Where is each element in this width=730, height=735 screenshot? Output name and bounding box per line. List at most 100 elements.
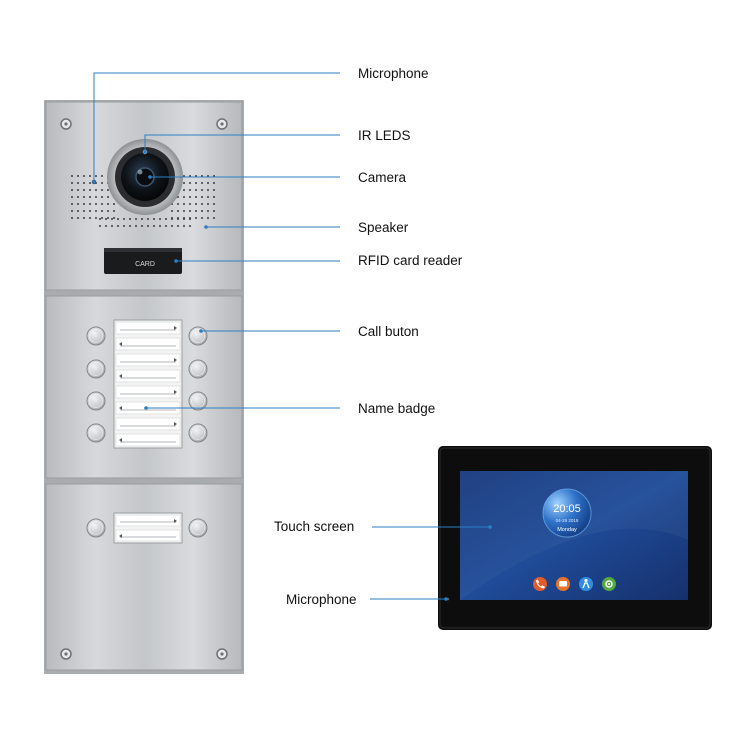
grille-hole <box>105 225 107 227</box>
grille-hole <box>89 217 91 219</box>
grille-hole <box>95 189 97 191</box>
grille-hole <box>201 203 203 205</box>
call-button[interactable] <box>86 359 106 379</box>
grille-hole <box>195 210 197 212</box>
call-button[interactable] <box>188 326 208 346</box>
grille-hole <box>195 196 197 198</box>
name-badge-slot <box>115 385 181 399</box>
grille-hole <box>177 203 179 205</box>
grille-hole <box>77 175 79 177</box>
grille-hole <box>207 203 209 205</box>
grille-hole <box>201 189 203 191</box>
extension-module <box>45 483 243 671</box>
grille-hole <box>183 182 185 184</box>
callout-microphone-monitor: Microphone <box>286 592 357 607</box>
grille-hole <box>113 203 115 205</box>
grille-hole <box>177 218 179 220</box>
grille-hole <box>77 203 79 205</box>
grille-hole <box>111 225 113 227</box>
grille-hole <box>83 217 85 219</box>
call-button[interactable] <box>86 518 106 538</box>
call-button[interactable] <box>86 391 106 411</box>
grille-hole <box>165 225 167 227</box>
call-button[interactable] <box>188 359 208 379</box>
indoor-monitor: 20:05 04-26 2019 Monday <box>438 446 712 630</box>
name-badge-slot <box>115 369 181 383</box>
grille-hole <box>99 218 101 220</box>
settings-icon[interactable] <box>602 577 616 591</box>
grille-hole <box>153 218 155 220</box>
grille-hole <box>71 189 73 191</box>
grille-hole <box>147 225 149 227</box>
grille-hole <box>141 225 143 227</box>
clock-time: 20:05 <box>553 503 581 515</box>
grille-hole <box>101 203 103 205</box>
call-button[interactable] <box>188 518 208 538</box>
name-badge-slot <box>115 529 181 542</box>
call-button[interactable] <box>188 391 208 411</box>
grille-hole <box>213 217 215 219</box>
grille-hole <box>95 175 97 177</box>
name-badge-slot <box>115 433 181 447</box>
grille-hole <box>123 218 125 220</box>
grille-hole <box>95 196 97 198</box>
grille-hole <box>77 210 79 212</box>
phone-icon[interactable] <box>533 577 547 591</box>
callout-touch-screen: Touch screen <box>274 519 355 534</box>
call-button[interactable] <box>188 423 208 443</box>
grille-hole <box>201 210 203 212</box>
grille-hole <box>189 225 191 227</box>
grille-hole <box>183 218 185 220</box>
grille-hole <box>195 203 197 205</box>
name-badge-slot <box>115 514 181 527</box>
grille-hole <box>95 217 97 219</box>
message-icon[interactable] <box>556 577 570 591</box>
call-button[interactable] <box>86 326 106 346</box>
grille-hole <box>71 196 73 198</box>
grille-hole <box>101 175 103 177</box>
grille-hole <box>101 217 103 219</box>
grille-hole <box>171 225 173 227</box>
grille-hole <box>171 218 173 220</box>
name-badge-slot <box>115 417 181 431</box>
clock-day: Monday <box>557 527 577 533</box>
grille-hole <box>77 182 79 184</box>
grille-hole <box>171 210 173 212</box>
grille-hole <box>129 225 131 227</box>
grille-hole <box>201 196 203 198</box>
grille-hole <box>153 225 155 227</box>
grille-hole <box>195 217 197 219</box>
person-icon[interactable] <box>579 577 593 591</box>
name-badge-stack <box>113 319 183 449</box>
grille-hole <box>71 203 73 205</box>
clock-widget: 20:05 04-26 2019 Monday <box>542 488 592 538</box>
grille-hole <box>189 189 191 191</box>
grille-hole <box>159 225 161 227</box>
grille-hole <box>207 189 209 191</box>
camera-lens <box>107 139 183 215</box>
grille-hole <box>195 182 197 184</box>
call-button[interactable] <box>86 423 106 443</box>
speaker-grille <box>71 175 215 227</box>
leader-ir-leds <box>144 134 340 152</box>
grille-hole <box>105 218 107 220</box>
callout-name-badge: Name badge <box>358 401 436 416</box>
grille-hole <box>89 210 91 212</box>
grille-hole <box>147 218 149 220</box>
grille-hole <box>123 225 125 227</box>
screw-icon <box>60 118 228 660</box>
name-badge-slot <box>115 337 181 351</box>
grille-hole <box>83 196 85 198</box>
door-station-panel: CARD <box>44 100 244 674</box>
grille-hole <box>71 217 73 219</box>
leader-endpoints <box>92 150 492 601</box>
grille-hole <box>183 189 185 191</box>
grille-hole <box>77 189 79 191</box>
grille-hole <box>165 218 167 220</box>
callout-microphone-panel: Microphone <box>358 66 429 81</box>
grille-hole <box>95 203 97 205</box>
grille-hole <box>89 189 91 191</box>
grille-hole <box>99 225 101 227</box>
grille-hole <box>77 217 79 219</box>
grille-hole <box>95 210 97 212</box>
